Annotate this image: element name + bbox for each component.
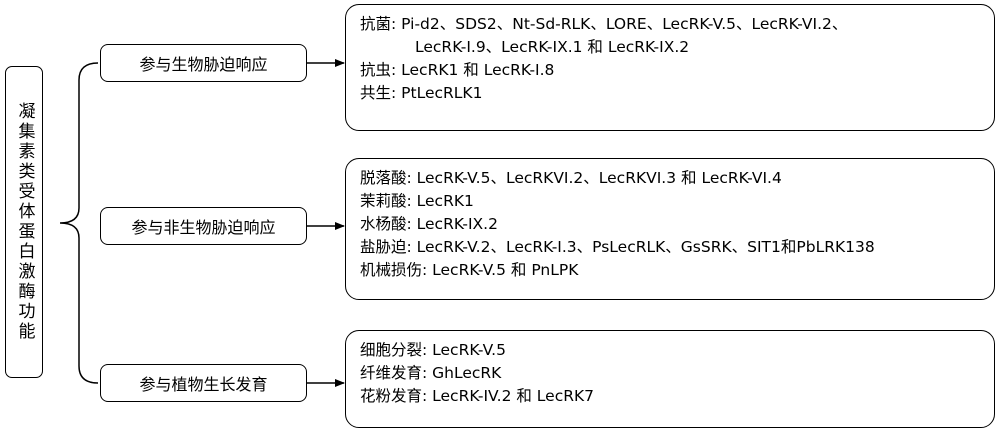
category-growth-development: 参与植物生长发育 [100,364,307,402]
detail-line-sa: 水杨酸: LecRK-IX.2 [360,215,498,233]
detail-line-salt: 盐胁迫: LecRK-V.2、LecRK-I.3、PsLecRLK、GsSRK、… [360,238,875,256]
detail-line-ja: 茉莉酸: LecRK1 [360,192,474,210]
root-label: 凝集素类受体蛋白激酶功能 [14,102,35,342]
category-abiotic-stress: 参与非生物胁迫响应 [100,207,307,245]
detail-line-fiber: 纤维发育: GhLecRK [360,364,502,382]
detail-line-insect: 抗虫: LecRK1 和 LecRK-I.8 [360,61,555,79]
detail-line-wounding: 机械损伤: LecRK-V.5 和 PnLPK [360,261,579,279]
detail-line-cell-division: 细胞分裂: LecRK-V.5 [360,341,506,359]
detail-line-aba: 脱落酸: LecRK-V.5、LecRKVI.2、LecRKVI.3 和 Lec… [360,169,782,187]
detail-abiotic-stress: 脱落酸: LecRK-V.5、LecRKVI.2、LecRKVI.3 和 Lec… [345,158,995,300]
detail-growth-development: 细胞分裂: LecRK-V.5 纤维发育: GhLecRK 花粉发育: LecR… [345,330,995,428]
curly-brace [59,62,99,384]
detail-line-symbiosis: 共生: PtLecRLK1 [360,84,483,102]
category-biotic-stress: 参与生物胁迫响应 [100,44,307,82]
category-label: 参与植物生长发育 [139,375,268,394]
root-node: 凝集素类受体蛋白激酶功能 [5,66,43,378]
detail-line-pollen: 花粉发育: LecRK-IV.2 和 LecRK7 [360,387,595,405]
detail-biotic-stress: 抗菌: Pi-d2、SDS2、Nt-Sd-RLK、LORE、LecRK-V.5、… [345,4,995,131]
detail-line-antifungal: 抗菌: Pi-d2、SDS2、Nt-Sd-RLK、LORE、LecRK-V.5、… [360,15,848,33]
category-label: 参与生物胁迫响应 [139,55,268,74]
detail-line-antifungal-cont: LecRK-I.9、LecRK-IX.1 和 LecRK-IX.2 [415,38,690,56]
category-label: 参与非生物胁迫响应 [131,218,276,237]
